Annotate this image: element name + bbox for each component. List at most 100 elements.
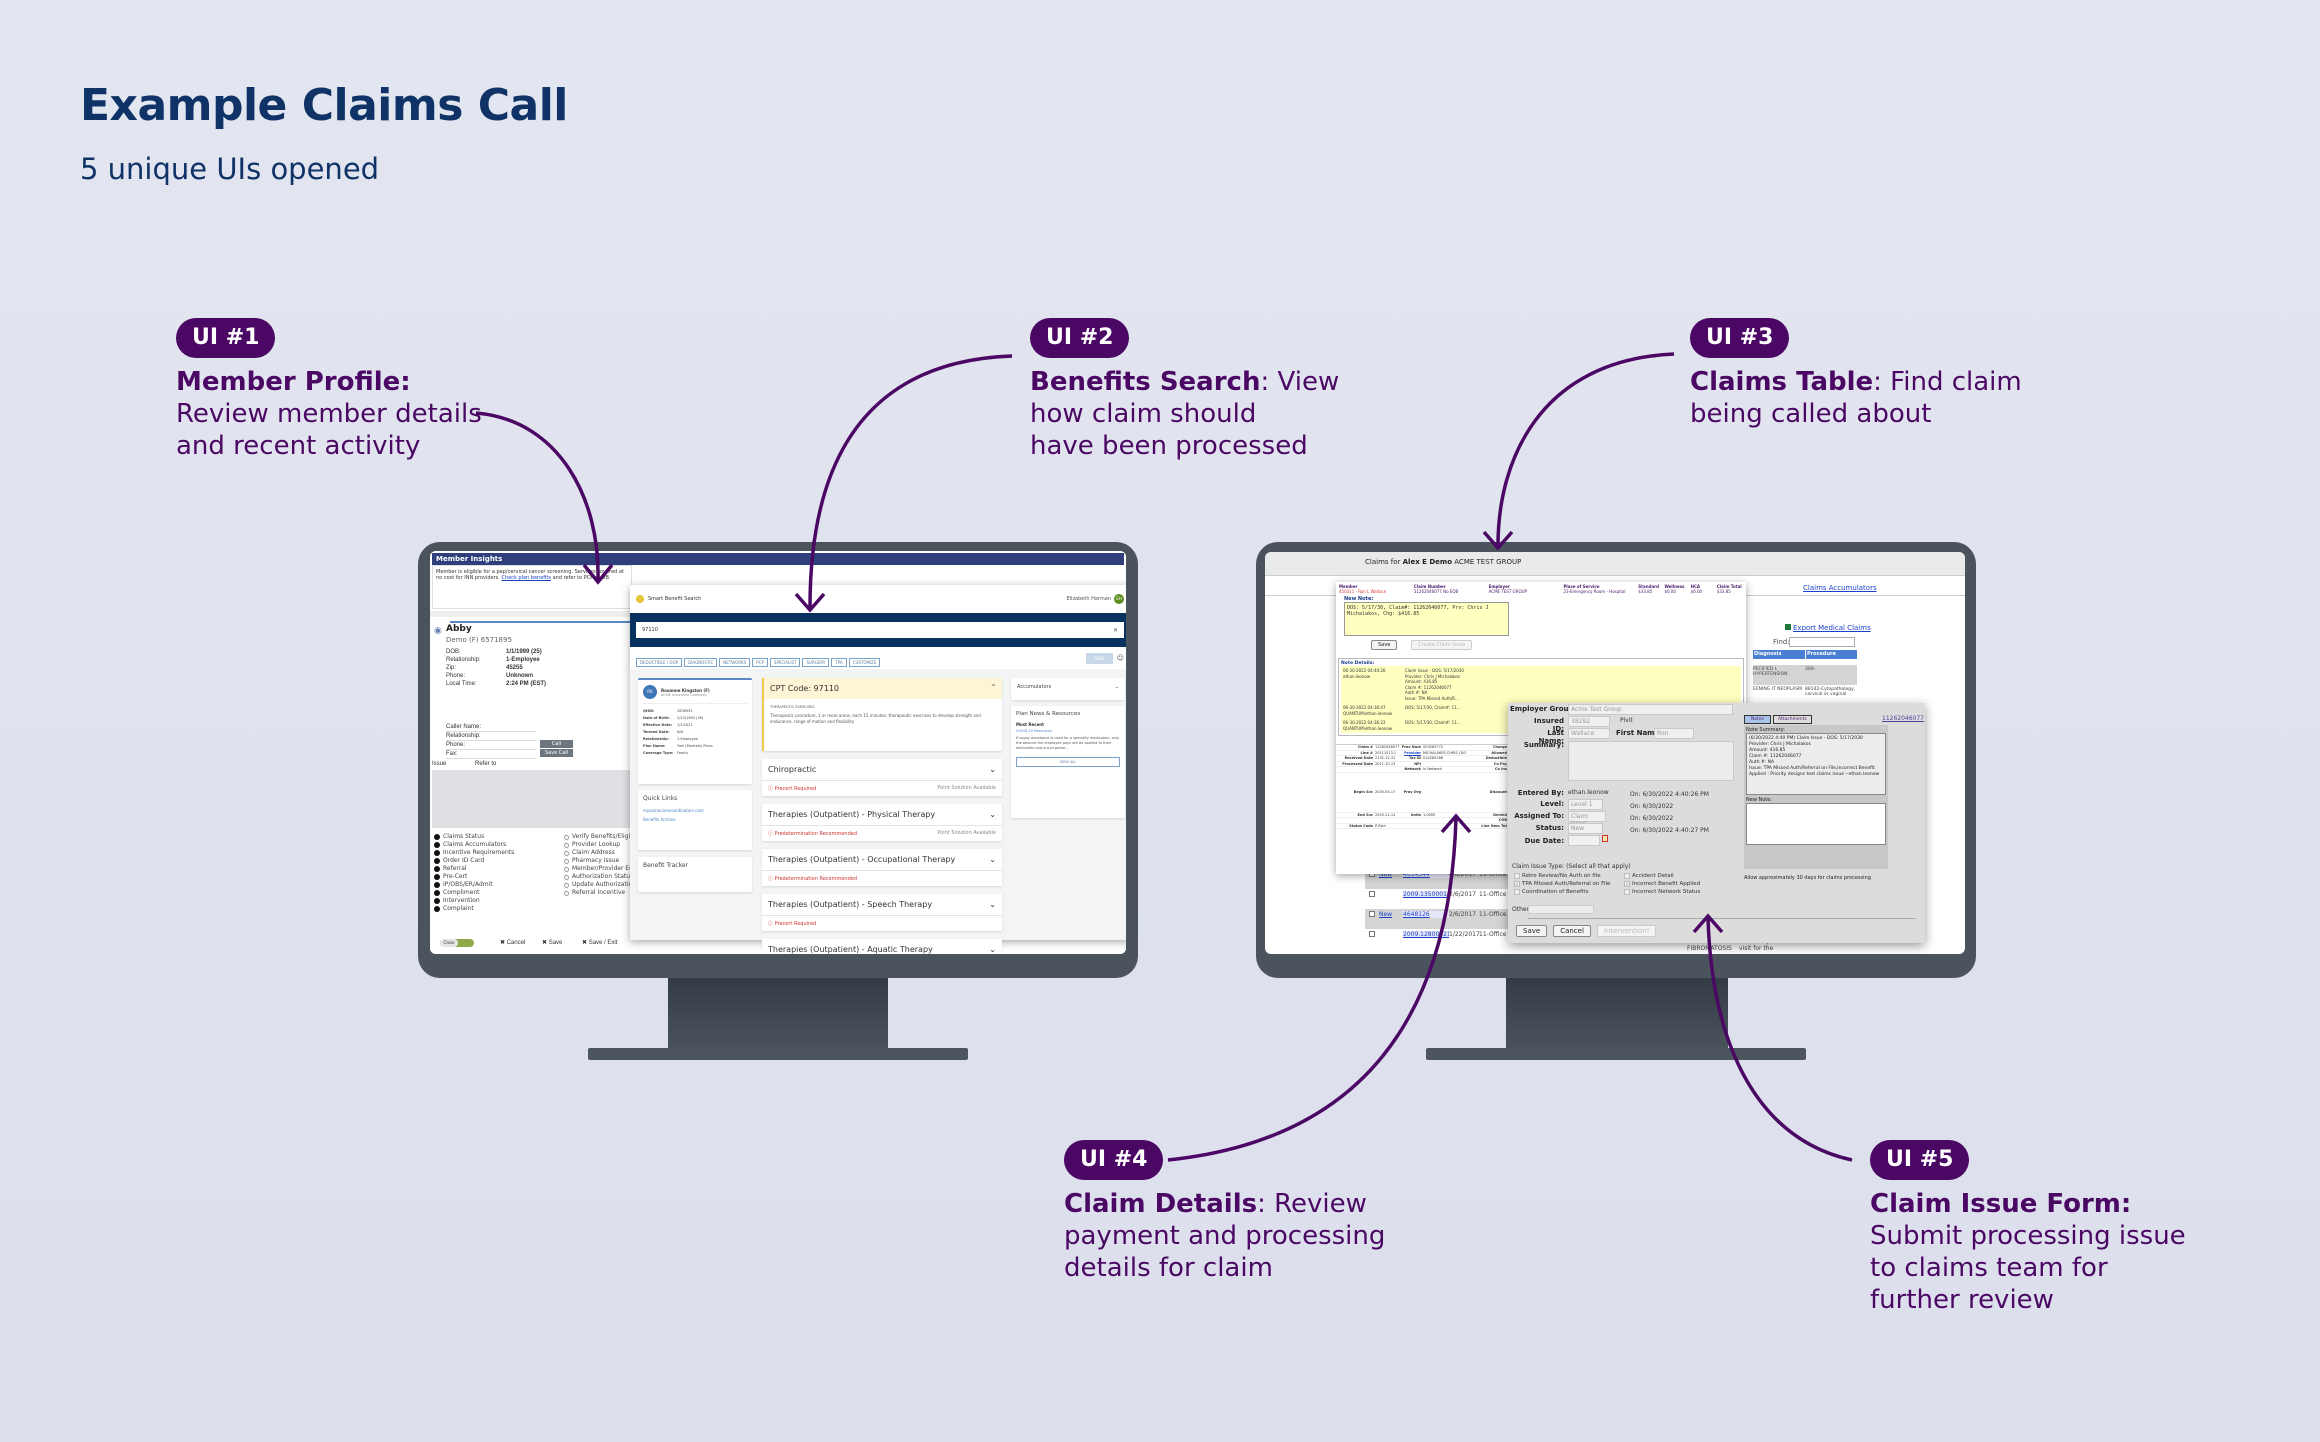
quick-link[interactable]: myacmecarecoordinators.com [643,808,704,813]
reason-item[interactable]: Claim Address [564,849,645,857]
save-exit-button[interactable]: ✖ Save / Exit [582,940,618,946]
issue-type-option[interactable]: Coordination of Benefits [1514,889,1624,895]
issue-type-option[interactable]: Incorrect Network Status [1624,889,1724,895]
claim-number-link[interactable]: 2009.1280002196.0 [1403,931,1449,938]
reason-item[interactable]: Member/Provider Edu. [564,865,645,873]
reason-item[interactable]: Pharmacy Issue [564,857,645,865]
tab-attachments[interactable]: Attachments [1773,715,1812,724]
accumulators-card[interactable]: Accumulators⌄ [1011,678,1125,700]
filter-chip[interactable]: SURGERY [802,657,830,667]
user-avatar[interactable]: EH [1114,594,1124,604]
checklist-item[interactable]: Order ID Card [434,857,514,865]
reason-item[interactable]: Referral Incentive [564,889,645,897]
issue-type-option[interactable]: ✓TPA Missed Auth/Referral on File [1514,881,1624,888]
claim-number-link[interactable]: 4648126 [1403,911,1449,918]
benefit-row[interactable]: Therapies (Outpatient) - Aquatic Therapy… [762,939,1002,954]
benefit-row[interactable]: Therapies (Outpatient) - Physical Therap… [762,804,1002,841]
create-claim-issue-button[interactable]: Create Claim Issue [1411,640,1473,650]
issue-select[interactable]: Issue [432,761,447,767]
last-name-field[interactable]: Wallace [1568,728,1610,739]
summary-textarea[interactable] [1568,741,1734,781]
new-note-right-textarea[interactable] [1746,803,1886,845]
issue-type-option[interactable]: Accident Detail [1624,873,1724,879]
call-button[interactable]: Call [540,740,573,748]
notes-area[interactable] [432,770,632,828]
search-input[interactable]: 97110 [642,627,658,633]
claim-number-link[interactable]: 2009.1350001410 [1403,891,1449,898]
checklist-item[interactable]: Complaint [434,905,514,913]
checklist-item[interactable]: Claims Status [434,833,514,841]
row-checkbox[interactable] [1369,911,1375,917]
new-note-link[interactable]: New [1379,911,1393,918]
checkbox[interactable]: ✓ [1514,881,1520,888]
column-procedure[interactable]: Procedure [1805,650,1857,659]
checklist-item[interactable]: IP/OBS/ER/Admit [434,881,514,889]
cancel-button[interactable]: ✖ Cancel [500,940,526,946]
issue-save-button[interactable]: Save [1516,925,1548,937]
claim-number-link[interactable]: 4654544 [1403,871,1449,878]
cpt-header[interactable]: CPT Code: 97110^ [762,678,1002,699]
new-note-link[interactable]: New [1379,871,1393,878]
status-select[interactable]: New [1568,823,1603,834]
reason-item[interactable]: Authorization Status [564,873,645,881]
due-date-field[interactable] [1568,835,1600,846]
benefit-tracker-card[interactable]: Benefit Tracker [638,857,752,892]
checklist-item[interactable]: Incentive Requirements [434,849,514,857]
checklist-item[interactable]: Compliment [434,889,514,897]
row-checkbox[interactable] [1369,931,1375,937]
save-button[interactable]: ✖ Save [542,940,563,946]
refer-to-select[interactable]: Refer to [475,761,497,767]
employer-group-select[interactable]: Acme Test Group [1568,704,1733,715]
checklist-item[interactable]: Claims Accumulators [434,841,514,849]
filter-chip[interactable]: TPA [831,657,847,667]
export-medical-claims-link[interactable]: Export Medical Claims [1785,624,1871,632]
issue-type-option[interactable]: ✓Incorrect Benefit Applied [1624,881,1724,888]
view-all-button[interactable]: VIEW ALL [1016,757,1120,767]
insured-id-field[interactable]: 38292 [1568,716,1610,727]
checklist-item[interactable]: Pre-Cert [434,873,514,881]
calendar-icon[interactable] [1602,835,1608,842]
save-note-button[interactable]: Save [1371,640,1398,650]
claims-accumulators-link[interactable]: Claims Accumulators [1803,584,1877,592]
clear-search-icon[interactable]: ✕ [1112,626,1118,634]
other-field[interactable] [1528,905,1594,914]
checkbox[interactable] [1624,873,1630,879]
quick-link[interactable]: Benefits Archive [643,817,676,822]
filter-chip[interactable]: DIAGNOSTIC [684,657,718,667]
first-name-field[interactable]: Ron [1654,728,1694,739]
column-diagnosis[interactable]: Diagnosis [1753,650,1805,659]
issue-type-option[interactable]: Retro Review/No Auth on file [1514,873,1624,879]
checklist-item[interactable]: Intervention [434,897,514,905]
save-search-button[interactable]: SAVE [1086,652,1113,664]
checkbox[interactable]: ✓ [1624,881,1630,888]
filter-chip[interactable]: SPECIALIST [769,657,801,667]
checkbox[interactable] [1514,889,1520,895]
checkbox[interactable] [1624,889,1630,895]
checklist-item[interactable]: Referral [434,865,514,873]
row-checkbox[interactable] [1369,891,1375,897]
benefit-row[interactable]: Therapies (Outpatient) - Speech Therapy⌄… [762,894,1002,931]
filter-chip[interactable]: DEDUCTIBLE / OOP [636,657,683,667]
tab-notes[interactable]: Notes [1744,715,1771,724]
level-select[interactable]: Level 1 [1568,799,1603,810]
filter-chip[interactable]: PCP [752,657,768,667]
find-input[interactable] [1789,637,1855,647]
detail-cell[interactable]: Provider [1404,750,1421,755]
new-note-textarea[interactable]: DOS: 5/17/30, Claim#: 11262046077, Prv: … [1344,602,1509,636]
save-call-button[interactable]: Save Call [540,749,573,757]
filter-chip[interactable]: CUSTOMIZE [848,657,881,667]
issue-cancel-button[interactable]: Cancel [1553,925,1591,937]
check-plan-benefits-link[interactable]: Check plan benefits [501,575,551,581]
covid-resources-link[interactable]: COVID-19 Resources [1016,729,1052,733]
people-icon[interactable]: ☺ [1116,654,1124,662]
reason-item[interactable]: Verify Benefits/Eligibility [564,833,645,841]
reason-item[interactable]: Provider Lookup [564,841,645,849]
checkbox[interactable] [1514,873,1520,879]
reason-item[interactable]: Update Authorization [564,881,645,889]
intervention-button[interactable]: Intervention! [1596,925,1657,937]
benefit-row[interactable]: Therapies (Outpatient) - Occupational Th… [762,849,1002,886]
claim-number-link[interactable]: 11262046077 [1882,715,1924,722]
filter-chip[interactable]: NETWORKS [719,657,751,667]
